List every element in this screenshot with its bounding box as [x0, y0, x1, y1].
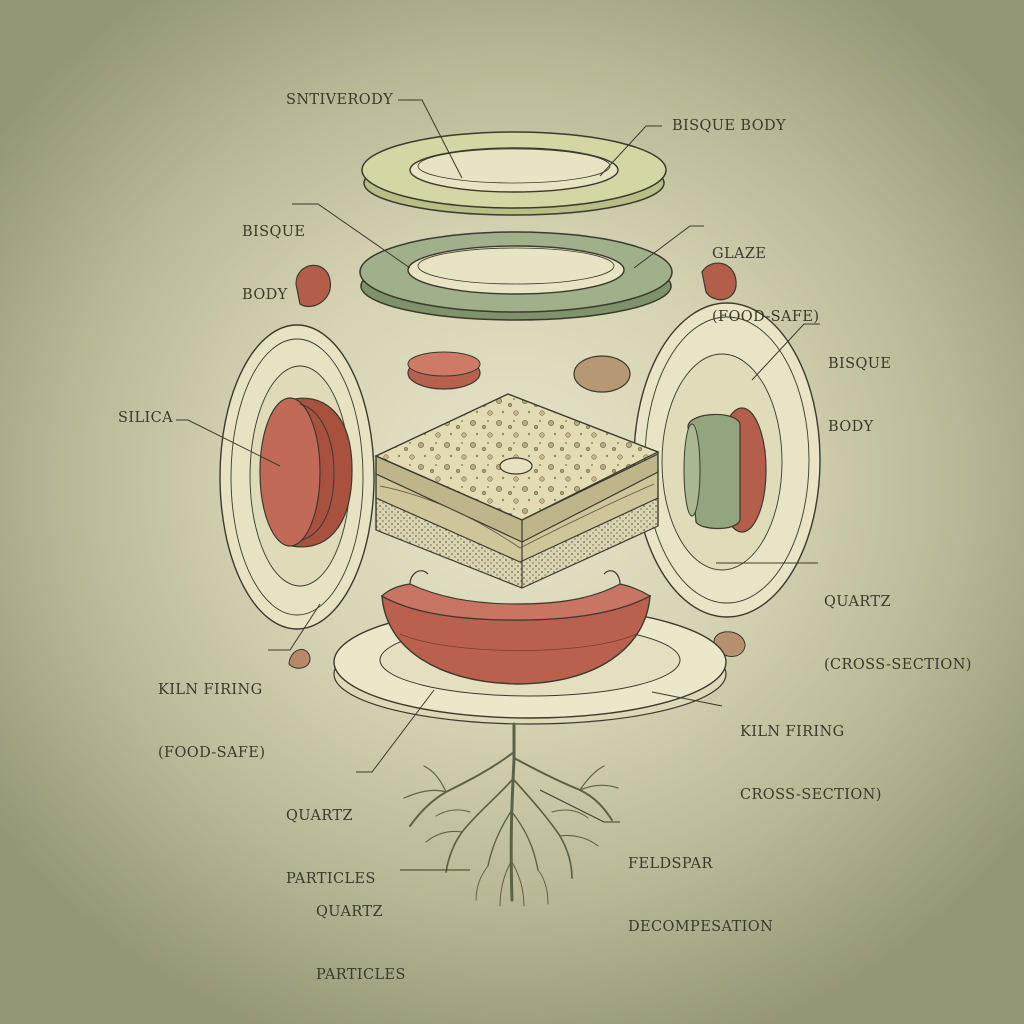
- label-line: PARTICLES: [286, 871, 376, 887]
- label-kiln-firing-food-safe: KILN FIRING (FOOD-SAFE): [158, 638, 265, 785]
- label-line: KILN FIRING: [740, 724, 845, 740]
- terracotta-bowl: [381, 570, 652, 685]
- label-feldspar: FELDSPAR DECOMPESATION: [628, 812, 773, 959]
- label-quartz-cross-section: QUARTZ (CROSS-SECTION): [824, 550, 972, 697]
- leader-lines: [176, 99, 820, 871]
- label-line: BODY: [828, 419, 874, 435]
- roots: [403, 722, 619, 907]
- cross-section-block: [374, 393, 660, 589]
- label-line: GLAZE: [712, 246, 767, 262]
- label-line: PARTICLES: [316, 967, 406, 983]
- label-line: BODY: [242, 287, 288, 303]
- label-line: BISQUE: [242, 224, 306, 240]
- glaze-ring: [359, 231, 673, 321]
- label-sntiverody: SNTIVERODY: [286, 92, 394, 108]
- label-line: QUARTZ: [286, 808, 353, 824]
- label-line: BISQUE: [828, 356, 892, 372]
- label-bisque-body-left: BISQUE BODY: [242, 180, 305, 327]
- label-line: QUARTZ: [316, 904, 383, 920]
- label-line: QUARTZ: [824, 594, 891, 610]
- label-kiln-firing-cross-section: KILN FIRING CROSS-SECTION): [740, 680, 882, 827]
- label-glaze-food-safe: GLAZE (FOOD-SAFE): [712, 202, 819, 349]
- right-plate: [633, 302, 821, 618]
- label-line: DECOMPESATION: [628, 919, 774, 935]
- label-line: CROSS-SECTION): [740, 787, 882, 803]
- label-bisque-body-right: BISQUE BODY: [828, 312, 891, 459]
- label-quartz-particles-mid: QUARTZ PARTICLES: [286, 764, 376, 911]
- left-plate: [219, 324, 375, 630]
- label-line: KILN FIRING: [158, 682, 263, 698]
- floating-pieces: [288, 262, 746, 669]
- label-silica: SILICA: [118, 410, 173, 426]
- label-line: (CROSS-SECTION): [824, 657, 972, 673]
- label-line: (FOOD-SAFE): [158, 745, 266, 761]
- label-line: FELDSPAR: [628, 856, 713, 872]
- label-quartz-particles-bottom: QUARTZ PARTICLES: [316, 860, 406, 1007]
- label-bisque-body-top: BISQUE BODY: [672, 118, 787, 134]
- label-line: (FOOD-SAFE): [712, 309, 820, 325]
- top-ring: [361, 131, 667, 216]
